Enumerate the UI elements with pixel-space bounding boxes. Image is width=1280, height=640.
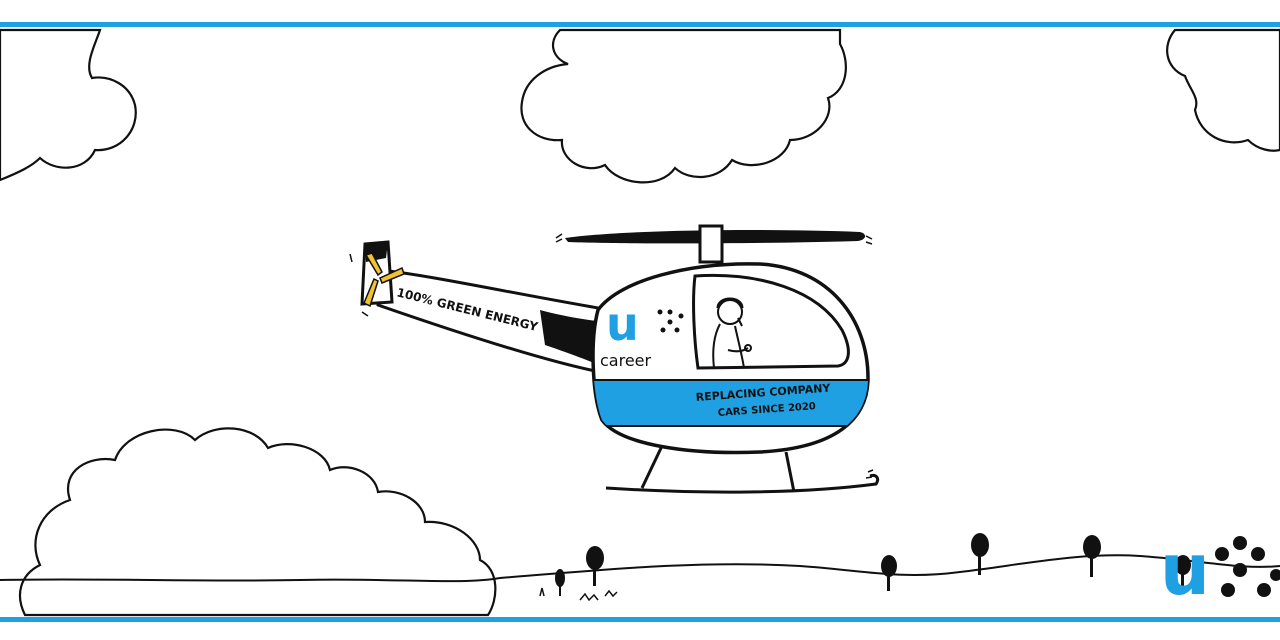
tree-icon xyxy=(971,533,989,575)
tail-rotor-icon xyxy=(363,252,405,308)
tree-icon xyxy=(881,555,897,591)
helicopter: 100% GREEN ENERGY u xyxy=(349,224,880,494)
ground-line xyxy=(0,554,1280,583)
rotor-mast xyxy=(698,224,724,264)
cabin-logo-sub: career xyxy=(600,351,652,370)
landing-skids xyxy=(605,445,880,494)
cloud-icon xyxy=(520,28,847,184)
tree-icon xyxy=(1175,555,1191,588)
pilot-icon xyxy=(712,297,752,369)
cloud-icon xyxy=(18,427,497,617)
cabin-logo-mark: u xyxy=(606,297,639,351)
tree-icon xyxy=(1083,535,1101,577)
grass-tufts xyxy=(539,587,618,602)
top-border xyxy=(0,22,1280,27)
corner-logo-dots xyxy=(1215,536,1280,597)
corner-logo-mark: u xyxy=(1160,529,1210,611)
cloud-icon xyxy=(1166,28,1280,152)
cabin-blue-band xyxy=(593,380,868,426)
cabin-logo-dots xyxy=(657,309,684,333)
corner-logo: u xyxy=(1160,529,1280,611)
bottom-border xyxy=(0,617,1280,622)
tree-icon xyxy=(586,546,604,586)
cloud-icon xyxy=(0,28,137,182)
tree-icon xyxy=(555,569,565,596)
